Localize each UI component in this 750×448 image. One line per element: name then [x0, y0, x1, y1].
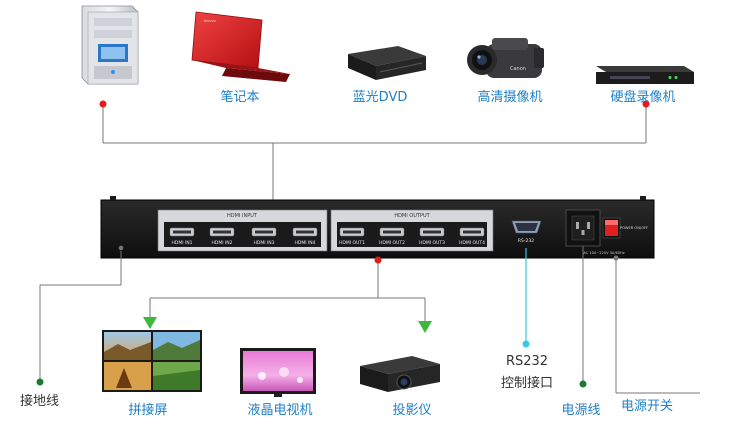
hdmi-output-port-2[interactable]: HDMI OUT2	[379, 227, 405, 246]
svg-text:HDMI IN3: HDMI IN3	[253, 240, 274, 246]
svg-text:HDMI IN2: HDMI IN2	[211, 240, 232, 246]
video-wall-label: 拼接屏	[128, 403, 168, 418]
hdmi-input-port-3[interactable]: HDMI IN3	[251, 227, 277, 246]
input-panel-title: HDMI INPUT	[227, 213, 258, 219]
power-switch-dot	[613, 255, 619, 261]
pc-connection-dot	[99, 100, 107, 108]
rs232-port-label: RS-232	[518, 238, 534, 244]
hd-camcorder-icon: Canon	[467, 38, 544, 78]
hdmi-matrix-device: HDMI INPUT HDMI OUTPUT HDMI IN1 HDMI IN2…	[100, 196, 655, 259]
projector-arrow-icon	[418, 321, 432, 333]
dvr-recorder-icon	[596, 66, 694, 84]
video-wall-arrow-icon	[143, 317, 157, 329]
svg-text:HDMI IN1: HDMI IN1	[171, 240, 192, 246]
bluray-dvd-player-icon	[348, 46, 426, 80]
power-socket[interactable]: AC 100~220V 50/60Hz	[565, 209, 625, 255]
ground-label: 接地线	[20, 394, 60, 409]
dvr-label: 硬盘录像机	[610, 90, 676, 105]
svg-text:HDMI OUT3: HDMI OUT3	[419, 240, 445, 246]
power-switch[interactable]: POWER ON/OFF	[602, 217, 648, 239]
svg-text:HDMI OUT1: HDMI OUT1	[339, 240, 365, 246]
power-switch-line	[615, 258, 700, 394]
dvr-connection-dot	[642, 100, 650, 108]
laptop-label: 笔记本	[220, 90, 260, 105]
power-rating-label: AC 100~220V 50/60Hz	[583, 251, 624, 255]
desktop-pc-icon	[81, 5, 139, 85]
projector-icon	[360, 356, 440, 392]
hdmi-input-port-4[interactable]: HDMI IN4	[292, 227, 318, 246]
hdmi-input-port-1[interactable]: HDMI IN1	[169, 227, 195, 246]
rs232-control-label: 控制接口	[500, 376, 554, 391]
hdmi-input-port-2[interactable]: HDMI IN2	[209, 227, 235, 246]
laptop-icon: lenovo	[191, 11, 290, 82]
svg-text:HDMI OUT2: HDMI OUT2	[379, 240, 405, 246]
input-bus-lines	[102, 104, 647, 203]
bluray-dvd-label: 蓝光DVD	[352, 90, 408, 105]
svg-text:HDMI IN4: HDMI IN4	[294, 240, 315, 246]
projector-label: 投影仪	[392, 403, 432, 418]
power-switch-label: POWER ON/OFF	[620, 226, 648, 230]
power-switch-label-text: 电源开关	[620, 399, 674, 414]
output-bus-lines	[149, 260, 426, 322]
rs232-dot	[522, 340, 530, 348]
lcd-tv-label: 液晶电视机	[247, 403, 313, 418]
hdmi-output-port-4[interactable]: HDMI OUT4	[459, 227, 485, 246]
video-wall-icon	[102, 330, 202, 392]
ground-line	[39, 251, 122, 382]
rs232-label: RS232	[505, 354, 549, 369]
ground-screw	[118, 245, 124, 251]
output-connection-dot	[374, 256, 382, 264]
svg-text:Canon: Canon	[510, 66, 526, 72]
ground-dot	[36, 378, 44, 386]
hdmi-output-port-3[interactable]: HDMI OUT3	[419, 227, 445, 246]
svg-text:HDMI OUT4: HDMI OUT4	[459, 240, 485, 246]
lcd-tv-icon	[240, 348, 316, 397]
hd-camcorder-label: 高清摄像机	[477, 90, 543, 105]
rs232-port[interactable]: RS-232	[511, 220, 542, 244]
power-cord-label: 电源线	[561, 403, 601, 418]
output-panel-title: HDMI OUTPUT	[394, 213, 430, 219]
hdmi-output-port-1[interactable]: HDMI OUT1	[339, 227, 365, 246]
power-cord-dot	[579, 380, 587, 388]
svg-text:lenovo: lenovo	[204, 19, 216, 23]
